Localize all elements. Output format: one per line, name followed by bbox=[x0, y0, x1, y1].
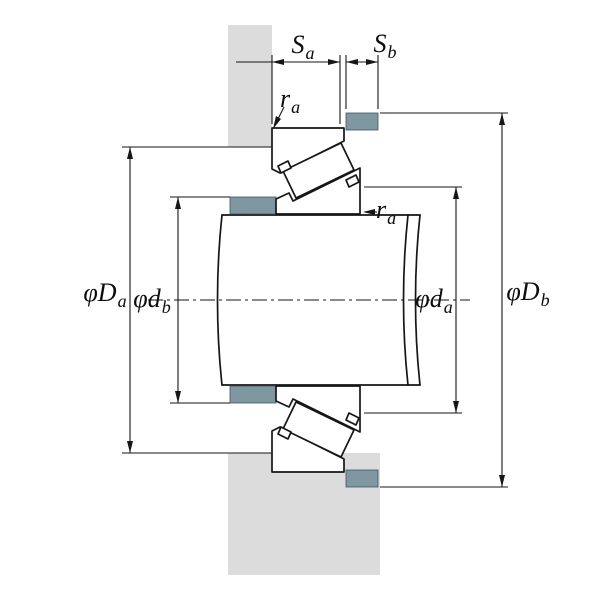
dim-label-phi-Da-main: φD bbox=[83, 278, 117, 307]
dim-label-ra-top-sub: a bbox=[291, 97, 301, 117]
dim-label-ra-top-main: r bbox=[279, 84, 291, 113]
leader-ra-top bbox=[273, 106, 285, 129]
cage-section-bottom-right bbox=[345, 412, 360, 426]
dim-label-sb-main: S bbox=[373, 29, 387, 58]
dim-phi-Da bbox=[122, 146, 272, 454]
tapered-roller-top bbox=[282, 142, 355, 199]
dim-phi-db bbox=[170, 196, 230, 404]
cage-section-top-left bbox=[277, 160, 292, 174]
housing-spacer-top-right bbox=[345, 112, 379, 131]
bearing-top-section bbox=[271, 127, 361, 215]
shaft-left-break-line bbox=[216, 214, 223, 386]
dim-label-phi-da-main: φd bbox=[415, 284, 443, 313]
housing-spacer-bottom-right bbox=[345, 469, 379, 488]
dim-sa bbox=[236, 55, 341, 124]
dim-label-sb-sub: b bbox=[387, 42, 397, 62]
dim-label-phi-Db-main: φD bbox=[506, 277, 540, 306]
inner-ring-cone-bottom bbox=[275, 385, 361, 433]
dim-label-phi-Db-sub: b bbox=[540, 290, 550, 310]
dim-phi-Db bbox=[380, 112, 508, 488]
dim-sb bbox=[345, 55, 379, 109]
leader-ra-mid bbox=[363, 209, 377, 215]
inner-ring-cone-top bbox=[275, 167, 361, 215]
shaft-spacer-top-left bbox=[229, 196, 277, 215]
dim-label-ra-mid-main: r bbox=[375, 195, 387, 224]
dim-label-phi-db-sub: b bbox=[161, 297, 171, 317]
tapered-roller-bottom bbox=[282, 401, 355, 458]
cage-section-top-right bbox=[345, 174, 360, 188]
dim-label-ra-mid-sub: a bbox=[387, 208, 397, 228]
dim-label-sa-sub: a bbox=[305, 43, 315, 63]
abutment-spacers bbox=[229, 112, 379, 488]
dim-phi-da bbox=[364, 186, 462, 414]
dim-label-phi-Da-sub: a bbox=[117, 291, 127, 311]
cage-section-bottom-left bbox=[277, 426, 292, 440]
dim-label-phi-da-sub: a bbox=[443, 297, 453, 317]
dim-label-phi-db-main: φd bbox=[133, 284, 161, 313]
housing-top-block bbox=[228, 25, 272, 147]
dim-label-sa-main: S bbox=[291, 30, 305, 59]
shaft-spacer-bottom-left bbox=[229, 385, 277, 404]
bearing-bottom-section bbox=[271, 385, 361, 473]
